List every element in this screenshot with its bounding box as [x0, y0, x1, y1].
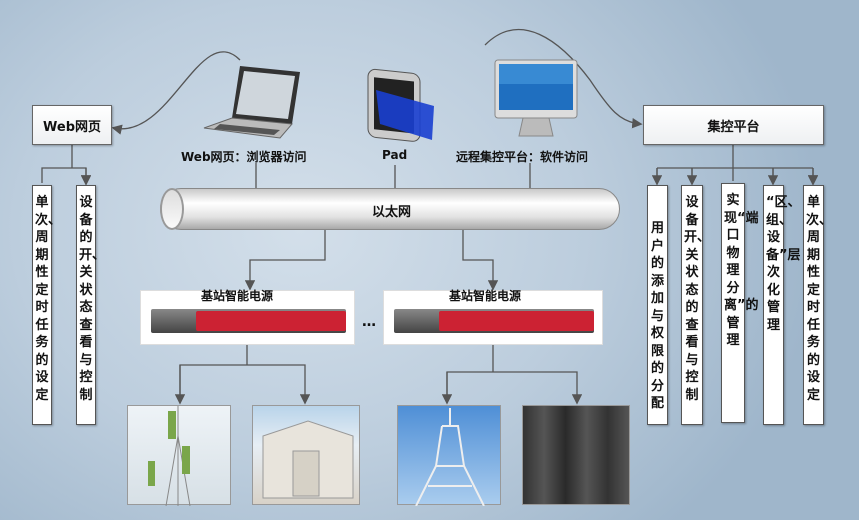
platform-feature-box: “区、组、设备”层次化管理: [763, 185, 801, 425]
central-control-box: 集控平台: [643, 105, 824, 145]
ellipsis: …: [362, 314, 376, 330]
platform-feature-box: 用户的添加与权限的分配: [647, 185, 668, 425]
web-feature-box: 设备的开、关状态查看与控制: [76, 185, 105, 425]
ethernet-pipe: [160, 188, 620, 230]
tablet-icon: [367, 68, 434, 142]
remote-platform-label: 远程集控平台：软件访问: [456, 150, 589, 164]
web-page-title: Web网页: [43, 119, 101, 135]
pad-client-label: Pad: [382, 148, 408, 162]
platform-feature-box: 单次、周期性定时任务的设定: [803, 185, 832, 425]
lattice-tower-photo: [397, 405, 501, 507]
web-client-label: Web网页：浏览器访问: [181, 150, 307, 164]
power-unit-2: 基站智能电源: [383, 289, 603, 345]
central-control-title: 集控平台: [707, 119, 760, 135]
power-unit-label: 基站智能电源: [201, 289, 274, 303]
power-device-icon: [151, 309, 346, 333]
web-page-box: Web网页: [32, 105, 112, 145]
power-unit-1: 基站智能电源: [140, 289, 355, 345]
desktop-monitor-icon: [494, 59, 578, 137]
pipe-end: [160, 188, 184, 230]
power-device-icon: [394, 309, 594, 333]
platform-feature-box: 实现“端口物理分离”的管理: [721, 183, 759, 423]
ethernet-label: 以太网: [372, 205, 412, 220]
cell-tower-photo: [127, 405, 231, 507]
platform-feature-box: 设备开、关状态的查看与控制: [681, 185, 710, 425]
power-unit-label: 基站智能电源: [449, 289, 522, 303]
web-feature-box: 单次、周期性定时任务的设定: [32, 185, 61, 425]
server-room-photo: [522, 405, 630, 505]
laptop-icon: [203, 66, 300, 139]
equipment-shelter-photo: [252, 405, 360, 505]
